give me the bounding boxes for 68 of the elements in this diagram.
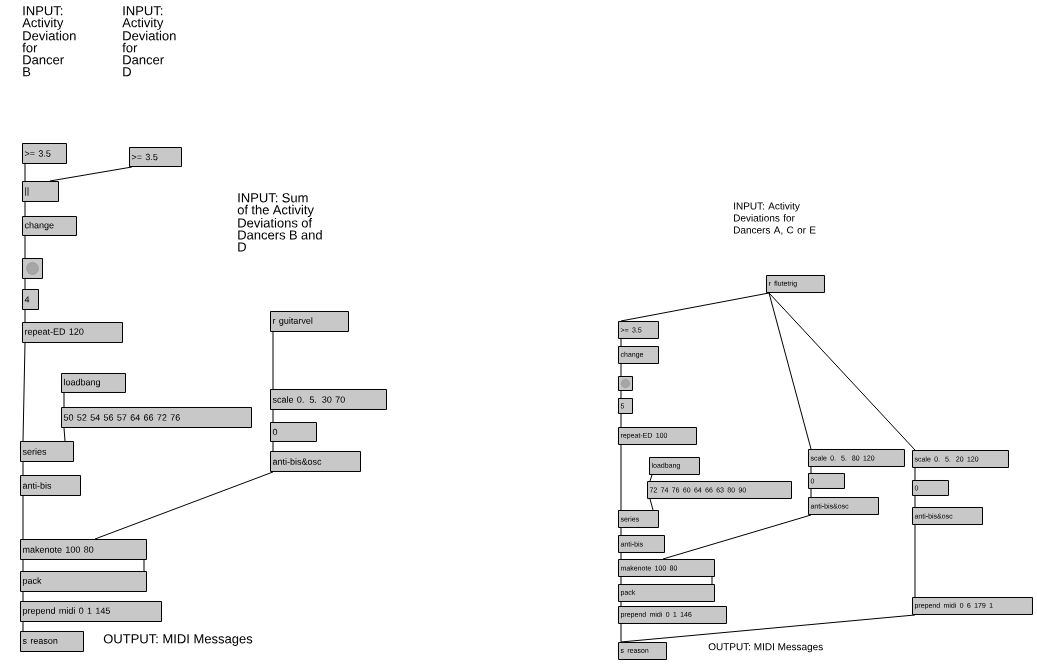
object-box: 4 — [22, 289, 39, 310]
patch-cord — [768, 292, 916, 451]
object-box: scale 0. 5. 30 70 — [270, 389, 387, 410]
note-text: INPUT: Activity Deviation for Dancer B — [22, 6, 76, 77]
patch-cord — [662, 514, 812, 560]
patch-cord — [63, 427, 66, 442]
object-box: prepend midi 0 1 145 — [20, 601, 162, 622]
patch-cord — [63, 392, 65, 408]
note-text: OUTPUT: MIDI Messages — [708, 643, 823, 653]
object-box: series — [20, 441, 74, 462]
patch-cord — [49, 166, 133, 182]
object-box: loadbang — [61, 373, 126, 393]
patch-cord — [22, 342, 26, 442]
patch-cord — [810, 466, 812, 474]
patch-cord — [768, 292, 812, 450]
patch-cord — [620, 413, 622, 428]
bang-button — [618, 376, 633, 391]
note-text: OUTPUT: MIDI Messages — [103, 634, 253, 646]
patch-cord — [24, 235, 26, 259]
patch-cord — [914, 495, 916, 508]
patch-cord — [620, 527, 622, 536]
patch-cord — [143, 559, 145, 572]
patch-cord — [711, 576, 713, 585]
patch-cord — [649, 498, 654, 511]
bang-button — [22, 258, 43, 279]
object-box: >= 3.5 — [22, 143, 67, 164]
patch-cord — [22, 591, 24, 602]
patch-cord — [620, 338, 622, 347]
patch-cord — [22, 559, 24, 572]
patch-cord — [620, 601, 622, 607]
object-box: pack — [20, 571, 147, 592]
patch-cord — [272, 441, 274, 452]
patch-cord — [620, 444, 622, 511]
patch-cord — [914, 467, 916, 481]
patch-cord — [24, 309, 26, 323]
object-box: 50 52 54 56 57 64 66 72 76 — [61, 407, 252, 428]
patch-cord — [620, 576, 622, 585]
patch-cord — [620, 614, 916, 643]
patch-cord — [620, 292, 770, 322]
note-text: INPUT: Sum of the Activity Deviations of Dancers B and D — [237, 193, 322, 252]
object-box: >= 3.5 — [129, 147, 182, 167]
patch-cord — [24, 278, 26, 290]
patch-cord — [620, 363, 622, 377]
object-box: makenote 100 80 — [20, 539, 147, 560]
patch-cord — [94, 471, 274, 540]
patch-cord — [24, 201, 26, 217]
object-box: 0 — [270, 422, 317, 442]
patch-cord — [810, 488, 812, 498]
object-box: anti-bis&osc — [270, 451, 361, 472]
patch-cord — [620, 552, 622, 560]
patch-cord — [22, 621, 24, 632]
note-text: INPUT: Activity Deviation for Dancer D — [122, 6, 176, 77]
patch-cord — [272, 331, 274, 390]
object-box: repeat-ED 120 — [22, 322, 123, 343]
patch-cord — [24, 163, 26, 182]
patch-cord — [649, 474, 653, 482]
object-box: || — [22, 181, 59, 202]
patch-cord — [914, 524, 916, 598]
patch-cord — [22, 495, 24, 540]
object-box: change — [22, 216, 77, 236]
patch-cord — [620, 623, 622, 643]
object-box: anti-bis — [20, 475, 81, 496]
patch-cord — [620, 390, 622, 399]
object-box: r guitarvel — [270, 311, 349, 332]
object-box: s reason — [20, 631, 84, 652]
patch-cord — [272, 409, 274, 423]
note-text: INPUT: Activity Deviations for Dancers A, C or E — [734, 202, 816, 235]
patch-cord — [22, 461, 24, 476]
